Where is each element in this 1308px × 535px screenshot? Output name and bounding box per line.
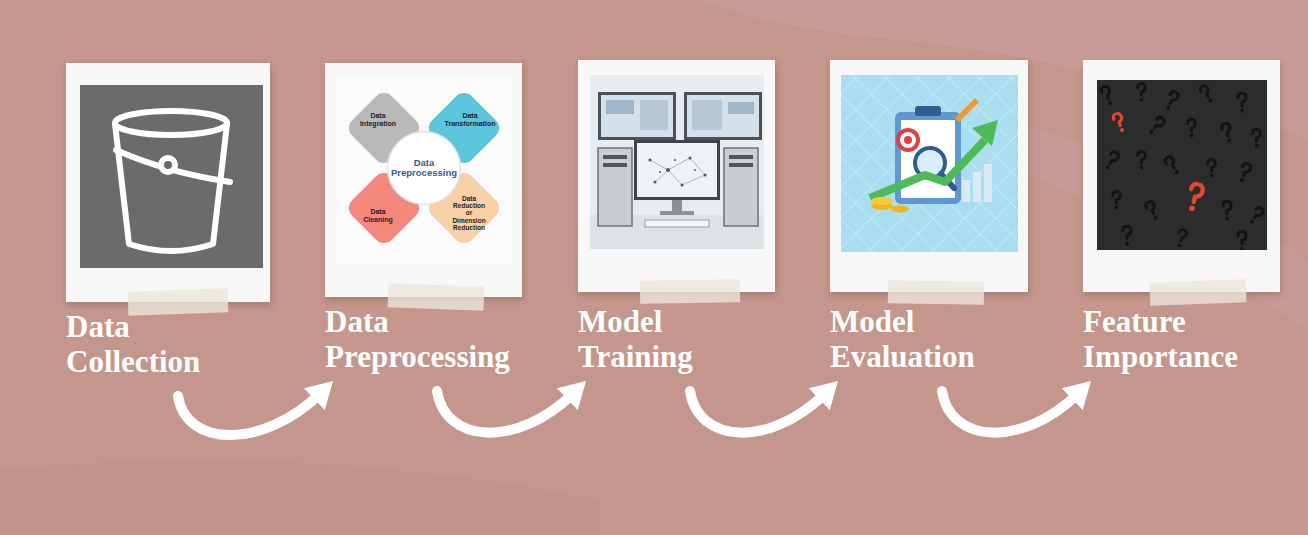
polaroid-node: Data Collection (66, 63, 270, 380)
polaroid-frame (66, 63, 270, 302)
diamond-shape (424, 168, 503, 247)
arrow-shaft (942, 391, 1078, 433)
photo-ground (337, 75, 511, 265)
polaroid-frame (578, 60, 775, 292)
brush-stroke (0, 460, 600, 535)
step-caption: Data Preprocessing (325, 305, 510, 374)
arrow-head (1062, 381, 1091, 410)
arrow-shaft (178, 394, 320, 436)
diamond-label: Data Cleaning (356, 208, 400, 223)
evaluation-picture (841, 75, 1018, 252)
diamond-label: Data Integration (356, 112, 400, 127)
curved-arrow (178, 381, 333, 435)
curved-arrow (942, 381, 1091, 433)
circle-label: Data Preprocessing (389, 158, 459, 179)
polaroid-node: Model Evaluation (830, 60, 1028, 375)
arrow-shaft (690, 391, 825, 433)
arrow-shaft (437, 391, 573, 433)
step-caption: Data Collection (66, 310, 200, 379)
step-caption: Model Evaluation (830, 305, 975, 374)
center-circle: Data Preprocessing (386, 130, 462, 206)
circle-shape (388, 132, 461, 205)
question-marks-picture (1097, 80, 1267, 250)
computer-lab-picture (590, 75, 764, 249)
polaroid-frame (325, 63, 522, 297)
step-caption: Model Training (578, 305, 693, 374)
bucket-icon (115, 111, 230, 251)
arrow-head (809, 381, 838, 410)
arrow-head (304, 381, 333, 410)
polaroid-node: Model Training (578, 60, 775, 375)
polaroid-frame (830, 60, 1028, 292)
diamond-shape (344, 168, 423, 247)
curved-arrow (437, 381, 586, 433)
diamond-label: Data Reduction or Dimension Reduction (451, 195, 487, 231)
step-caption: Feature Importance (1083, 305, 1238, 374)
polaroid-node: Feature Importance (1083, 60, 1280, 375)
photo-ground (80, 85, 263, 268)
diamond-label: Data Transformation (440, 112, 500, 127)
tape-strip (128, 279, 1247, 316)
polaroid-frame (1083, 60, 1280, 292)
polaroid-node: Data Preprocessing Data Integration Data T… (325, 63, 522, 375)
arrow-head (557, 381, 586, 410)
curved-arrow (690, 381, 838, 433)
